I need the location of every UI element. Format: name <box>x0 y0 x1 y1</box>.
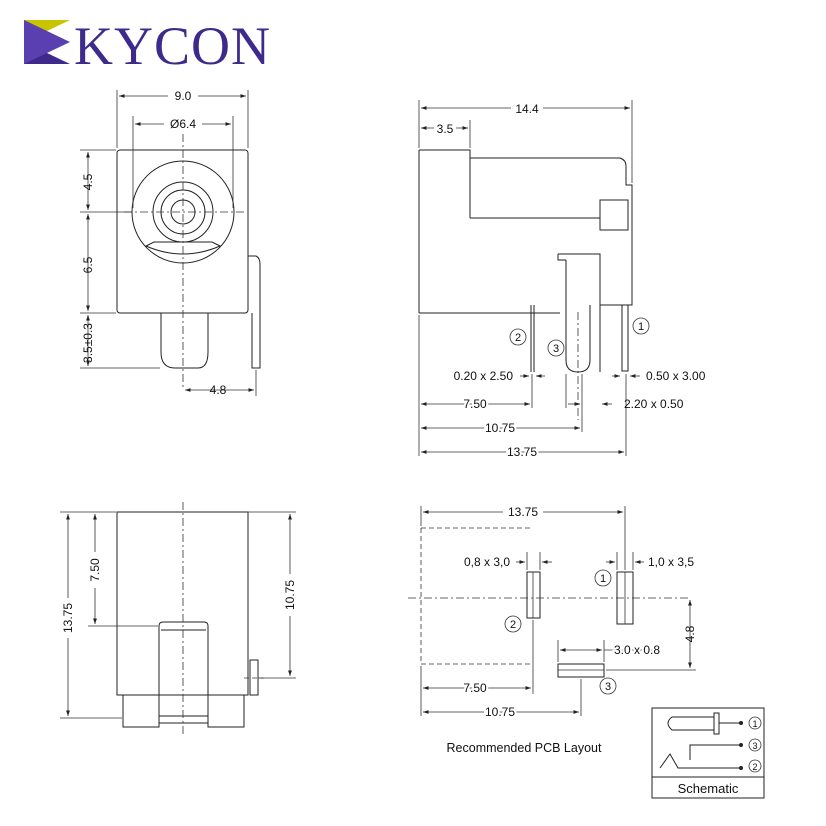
pcb-pin3-label: 3 <box>605 681 611 693</box>
pcb-pin3-pad-dim: 3.0 x 0.8 <box>614 643 660 657</box>
pcb-width-dim: 13.75 <box>508 505 538 519</box>
front-pin-length-dim: 3.5±0.3 <box>81 323 95 363</box>
front-width-dim: 9.0 <box>175 89 192 103</box>
side-pin2-size-dim: 0.20 x 2.50 <box>454 369 514 383</box>
pcb-offset-dim: 4.8 <box>683 625 697 642</box>
side-pin1-label: 1 <box>638 321 644 333</box>
pcb-pin2-label: 2 <box>510 619 516 631</box>
side-dist-pin3-dim: 10.75 <box>485 421 515 435</box>
bottom-pin2-dim: 7.50 <box>88 558 102 582</box>
kycon-logo: KYCON <box>24 16 271 76</box>
schematic: 1 3 2 Schematic <box>651 707 765 799</box>
pcb-pin1-label: 1 <box>600 573 606 585</box>
bottom-pin3-dim: 10.75 <box>283 580 297 610</box>
bottom-total-dim: 13.75 <box>61 603 75 633</box>
schematic-pin1-label: 1 <box>752 719 757 729</box>
schematic-title: Schematic <box>678 781 739 796</box>
side-pin3-size-dim: 2.20 x 0.50 <box>624 397 684 411</box>
side-dist-pin1-dim: 13.75 <box>507 445 537 459</box>
logo-wordmark: KYCON <box>74 16 271 76</box>
pcb-caption: Recommended PCB Layout <box>447 741 602 755</box>
side-length-dim: 14.4 <box>515 102 539 116</box>
logo-mark-middle <box>24 20 70 64</box>
side-view: 14.4 3.5 2 3 1 0.20 x 2.50 0.50 x 3.00 7… <box>418 100 706 461</box>
pcb-layout: 13.75 0,8 x 3,0 1,0 x 3,5 1 2 3 3.0 x 0.… <box>408 505 697 755</box>
bottom-view: 13.75 7.50 10.75 <box>60 502 297 735</box>
pcb-dist-pin2-dim: 7.50 <box>463 681 487 695</box>
side-dist-pin2-dim: 7.50 <box>463 397 487 411</box>
front-bore-dim: Ø6.4 <box>170 117 196 131</box>
pcb-dist-pin3-dim: 10.75 <box>485 705 515 719</box>
pcb-pin1-pad-dim: 1,0 x 3,5 <box>648 555 694 569</box>
side-front-dim: 3.5 <box>437 122 454 136</box>
front-pin-offset-dim: 4.8 <box>210 383 227 397</box>
front-height-mid-dim: 6.5 <box>81 256 95 273</box>
side-pin1-size-dim: 0.50 x 3.00 <box>646 369 706 383</box>
side-pin2-label: 2 <box>515 332 521 344</box>
pcb-pin2-pad-dim: 0,8 x 3,0 <box>464 555 510 569</box>
schematic-pin2-label: 2 <box>752 762 757 772</box>
side-pin3-label: 3 <box>553 343 559 355</box>
front-view: 9.0 Ø6.4 4.5 6.5 3.5±0.3 4.8 <box>80 88 261 397</box>
schematic-pin3-label: 3 <box>752 741 757 751</box>
front-height-top-dim: 4.5 <box>81 173 95 190</box>
